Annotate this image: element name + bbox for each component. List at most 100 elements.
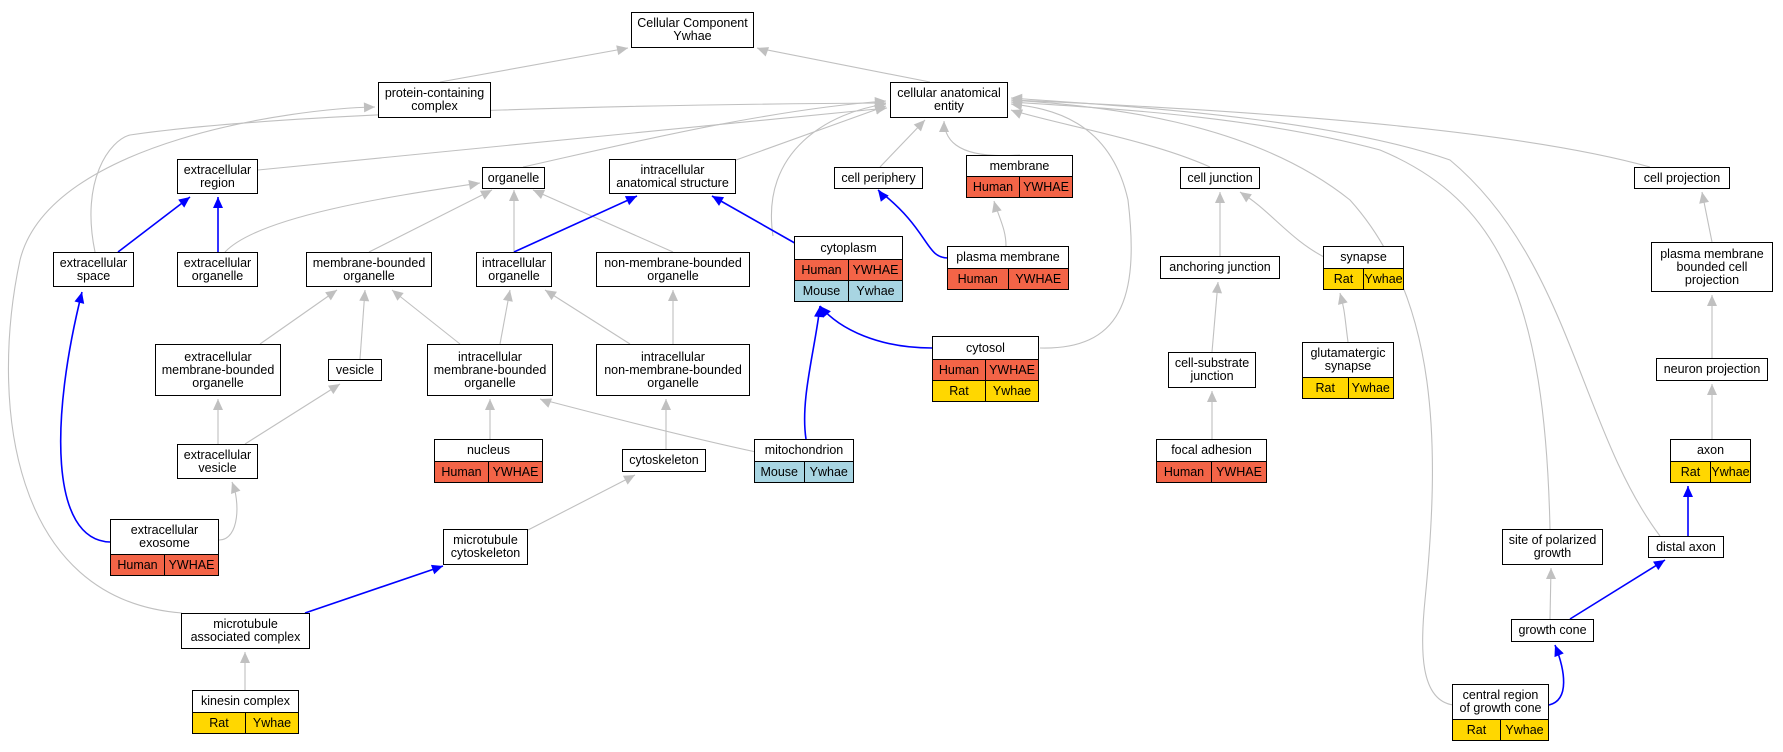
species-cell: Rat	[949, 384, 969, 398]
node-title: extracellular membrane-bounded organelle	[161, 349, 275, 390]
node-cell-projection[interactable]: cell projection	[1634, 167, 1730, 189]
node-plasma-membrane-bounded-cell-projection[interactable]: plasma membrane bounded cell projection	[1651, 242, 1773, 292]
node-title: microtubule associated complex	[190, 617, 301, 644]
node-cytoskeleton[interactable]: cytoskeleton	[622, 449, 706, 472]
node-cellular-anatomical-entity[interactable]: cellular anatomical entity	[890, 82, 1008, 118]
node-title: anchoring junction	[1169, 260, 1271, 274]
node-protein-containing-complex[interactable]: protein-containing complex	[378, 82, 491, 118]
node-title: cell junction	[1187, 170, 1253, 185]
node-microtubule-cytoskeleton[interactable]: microtubule cytoskeleton	[443, 529, 528, 565]
node-growth-cone[interactable]: growth cone	[1511, 619, 1594, 642]
gene-cell: Ywhae	[1710, 462, 1750, 482]
junction-cae-edge	[1010, 109, 1211, 168]
exosome-extspace-blue-edge	[59, 291, 111, 543]
node-neuron-projection[interactable]: neuron projection	[1656, 358, 1768, 381]
extspace-extregion-arrowhead	[178, 197, 190, 208]
node-title: membrane-bounded organelle	[312, 255, 426, 283]
pm-periphery-arrowhead	[878, 190, 889, 202]
node-cell-periphery[interactable]: cell periphery	[834, 167, 923, 189]
membrane-cae-arrowhead	[939, 121, 949, 132]
distalaxon-axon-arrowhead	[1683, 486, 1693, 497]
node-distal-axon[interactable]: distal axon	[1648, 536, 1724, 558]
node-intracellular-membrane-bounded-organelle[interactable]: intracellular membrane-bounded organelle	[427, 344, 553, 396]
gene-cell: Ywhae	[985, 381, 1038, 401]
species-cell: Human	[957, 272, 998, 286]
neuronproj-pmproj-arrowhead	[1707, 295, 1717, 306]
node-vesicle[interactable]: vesicle	[328, 359, 382, 381]
node-non-membrane-bounded-organelle[interactable]: non-membrane-bounded organelle	[596, 252, 750, 287]
node-anchoring-junction[interactable]: anchoring junction	[1160, 256, 1280, 279]
species-cell: Human	[1163, 465, 1205, 479]
gene-cell: Ywhae	[245, 713, 298, 733]
anchoring-junction-arrowhead	[1215, 192, 1225, 203]
gene-cell: YWHAE	[1211, 462, 1266, 482]
node-site-of-polarized-growth[interactable]: site of polarized growth	[1502, 529, 1603, 565]
species-cell: Human	[441, 465, 482, 479]
node-membrane-bounded-organelle[interactable]: membrane-bounded organelle	[306, 252, 432, 287]
node-microtubule-associated-complex[interactable]: microtubule associated complex	[181, 613, 310, 649]
cytoplasm-intra-blue-edge	[711, 195, 801, 247]
icnmb-nmb-arrowhead	[668, 290, 678, 301]
node-title: cellular anatomical entity	[897, 86, 1001, 113]
node-organelle[interactable]: organelle	[482, 167, 545, 189]
node-extracellular-organelle[interactable]: extracellular organelle	[177, 252, 258, 287]
node-extracellular-vesicle[interactable]: extracellular vesicle	[177, 444, 258, 479]
pcc-root-arrowhead	[616, 45, 628, 56]
icnmb-ic-edge	[544, 289, 631, 345]
mtassoc-mtcyto-blue-edge	[304, 565, 444, 614]
exosome-extvesicle-arrowhead	[231, 482, 241, 495]
pm-membrane-arrowhead	[992, 201, 1002, 213]
node-extracellular-space[interactable]: extracellular space	[53, 252, 134, 287]
node-cellular-component-root[interactable]: Cellular Component Ywhae	[631, 12, 754, 48]
node-intracellular-organelle[interactable]: intracellular organelle	[476, 252, 552, 287]
node-cell-junction[interactable]: cell junction	[1180, 167, 1260, 189]
node-title: intracellular organelle	[482, 255, 546, 283]
icorganelle-organelle-arrowhead	[509, 190, 519, 201]
cytoskeleton-icnmb-arrowhead	[661, 399, 671, 410]
growthcone-distalaxon-arrowhead	[1653, 560, 1665, 571]
node-title: protein-containing complex	[384, 86, 485, 113]
growthcone-polarized-arrowhead	[1546, 568, 1556, 579]
node-extracellular-membrane-bounded-organelle[interactable]: extracellular membrane-bounded organelle	[155, 344, 281, 396]
node-extracellular-region[interactable]: extracellular region	[177, 159, 258, 194]
node-cell-substrate-junction[interactable]: cell-substrate junction	[1168, 352, 1256, 388]
node-title: intracellular membrane-bounded organelle	[433, 349, 547, 390]
node-title: cell projection	[1643, 170, 1721, 185]
node-title: cytoplasm	[820, 240, 877, 255]
distalaxon-cae-edge	[1010, 97, 1661, 537]
pm-periphery-blue-edge	[877, 189, 949, 259]
exosome-extspace-arrowhead	[74, 292, 85, 304]
gene-cell: Ywhae	[1500, 720, 1548, 740]
gene-cell: Ywhae	[848, 281, 902, 301]
node-title: growth cone	[1518, 623, 1587, 637]
extorganelle-organelle-arrowhead	[468, 179, 480, 190]
node-intracellular-non-membrane-bounded-organelle[interactable]: intracellular non-membrane-bounded organ…	[596, 344, 750, 396]
axon-neuronproj-arrowhead	[1707, 384, 1717, 395]
node-intracellular-anatomical-structure[interactable]: intracellular anatomical structure	[609, 159, 736, 194]
mito-cytoplasm-arrowhead	[814, 306, 825, 318]
central-cae-arrowhead	[1011, 95, 1023, 106]
mito-icmb-arrowhead	[540, 398, 553, 408]
